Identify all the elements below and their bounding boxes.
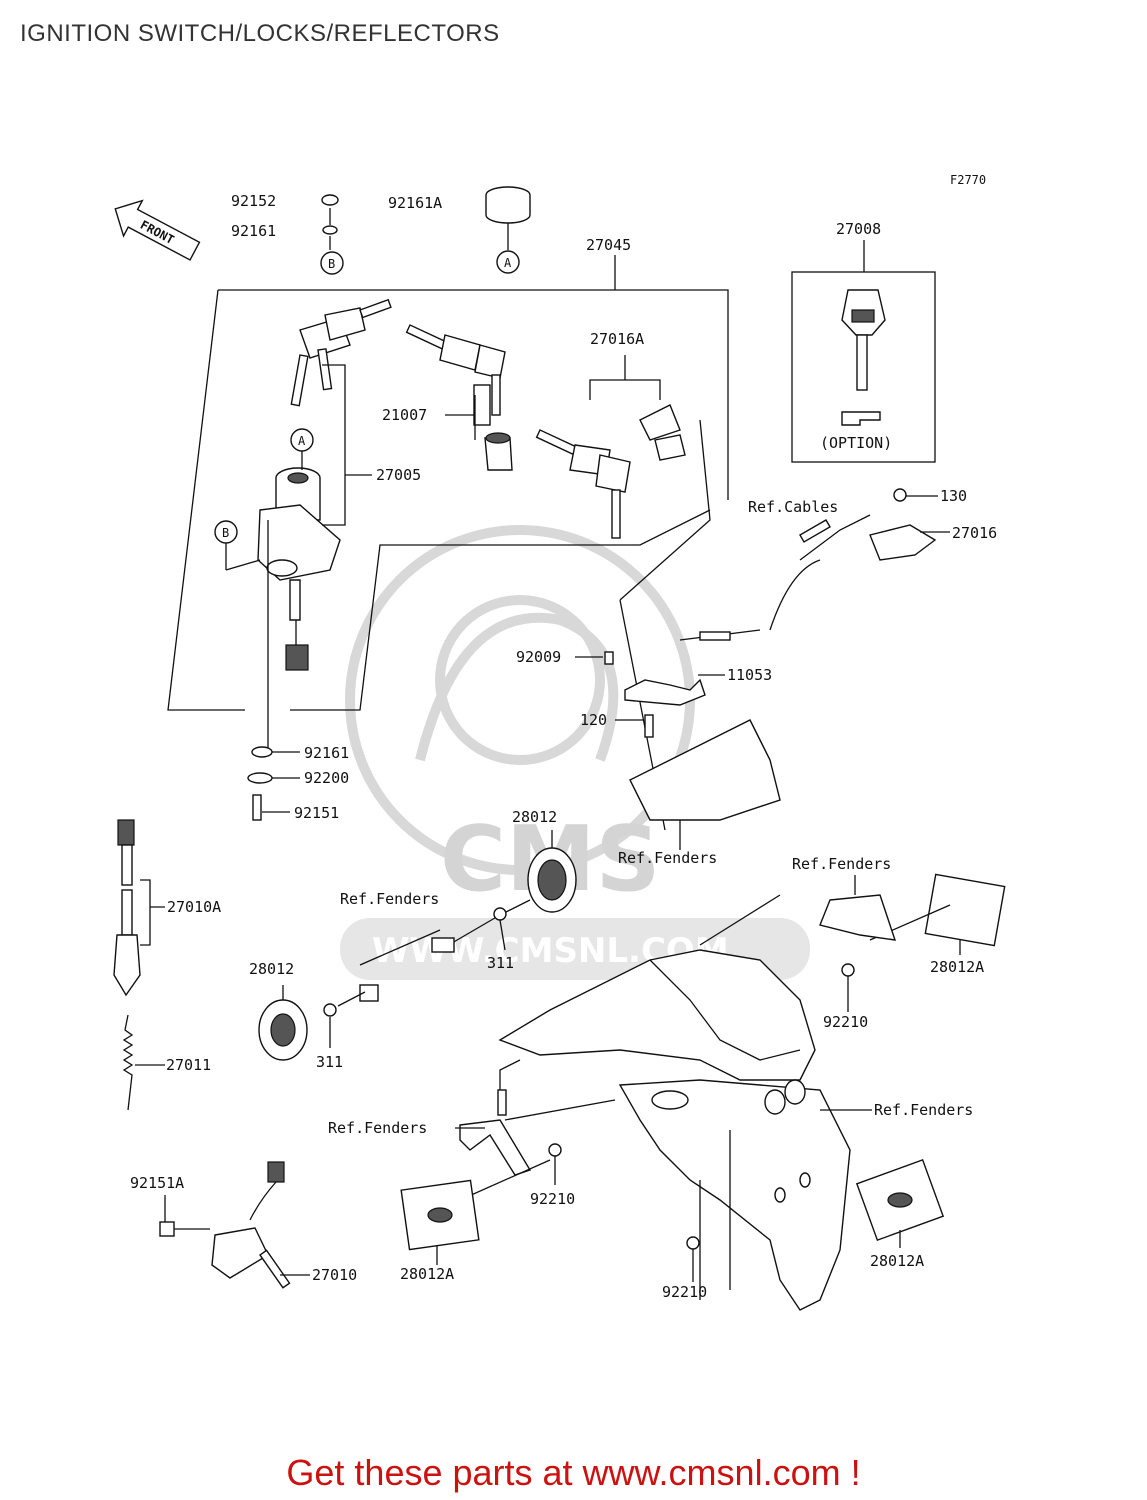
cap-92161a [485,186,531,224]
footer-link-text[interactable]: Get these parts at www.cmsnl.com ! [286,1452,861,1493]
label-27005: 27005 [376,466,421,484]
marker-a-switch-letter: A [298,434,306,448]
label-92151a: 92151A [130,1174,184,1192]
key-set-21007 [405,324,513,471]
label-92152: 92152 [231,192,276,210]
label-27016a: 27016A [590,330,644,348]
label-28012a-upper: 28012A [930,958,984,976]
label-92200: 92200 [304,769,349,787]
part-labels: 92152 92161 92161A 27045 27008 27016A 21… [130,192,997,1301]
label-92161-top: 92161 [231,222,276,240]
reflector-28012-left [258,999,308,1061]
label-ref-fenders-left-upper: Ref.Fenders [340,890,439,908]
bracket-left-lower [459,1089,532,1176]
ref-marker-b-top [320,251,344,275]
key-blank-icon [841,289,886,391]
spring-27011 [122,1014,134,1111]
label-11053: 11053 [727,666,772,684]
label-28012-center: 28012 [512,808,557,826]
front-arrow-icon: FRONT [114,199,201,261]
lock-cylinder-27010a [113,819,141,997]
kit-outline-27045 [167,289,729,711]
label-ref-fenders-right-upper: Ref.Fenders [792,855,891,873]
label-28012-left: 28012 [249,960,294,978]
label-27010: 27010 [312,1266,357,1284]
reflector-28012-center [527,847,577,913]
label-92210-lower: 92210 [662,1283,707,1301]
label-130: 130 [940,487,967,505]
label-ref-fenders-right-lower: Ref.Fenders [874,1101,973,1119]
label-27016: 27016 [952,524,997,542]
label-92210-right: 92210 [823,1013,868,1031]
ref-marker-a-top [496,250,520,274]
reflector-28012a-lower-left [400,1179,480,1251]
label-92210-center: 92210 [530,1190,575,1208]
label-27011: 27011 [166,1056,211,1074]
label-21007: 21007 [382,406,427,424]
label-311-lower: 311 [316,1053,343,1071]
rear-fender [498,949,851,1311]
exploded-parts-diagram: CMS WWW.CMSNL.COM F2770 FRONT [113,173,1006,1311]
label-92009: 92009 [516,648,561,666]
tail-bracket [629,719,781,821]
label-311-upper: 311 [487,954,514,972]
label-ref-fenders-center: Ref.Fenders [618,849,717,867]
seat-lock-27016 [869,488,937,561]
lock-assembly-27010 [159,1161,291,1289]
key-set-27016a [535,404,686,539]
label-28012a-lower-left: 28012A [400,1265,454,1283]
label-92161a: 92161A [388,194,442,212]
label-27008: 27008 [836,220,881,238]
label-28012a-lower-right: 28012A [870,1252,924,1270]
marker-a-top-letter: A [504,256,512,270]
label-120: 120 [580,711,607,729]
bracket-right-upper [819,894,897,941]
label-92161-lower: 92161 [304,744,349,762]
page-title: IGNITION SWITCH/LOCKS/REFLECTORS [20,20,500,47]
ignition-switch-27005 [257,467,341,671]
label-27045: 27045 [586,236,631,254]
label-ref-fenders-left-lower: Ref.Fenders [328,1119,427,1137]
label-27010a: 27010A [167,898,221,916]
key-set-27005 [290,298,392,407]
option-label: (OPTION) [820,434,892,452]
marker-b-top-letter: B [328,257,335,271]
marker-b-switch-letter: B [222,526,229,540]
figure-id: F2770 [950,173,986,187]
reflector-28012a-lower-right [855,1158,945,1242]
label-92151: 92151 [294,804,339,822]
label-ref-cables: Ref.Cables [748,498,838,516]
bracket-11053 [624,678,706,706]
reflector-28012a-upper [924,873,1006,947]
